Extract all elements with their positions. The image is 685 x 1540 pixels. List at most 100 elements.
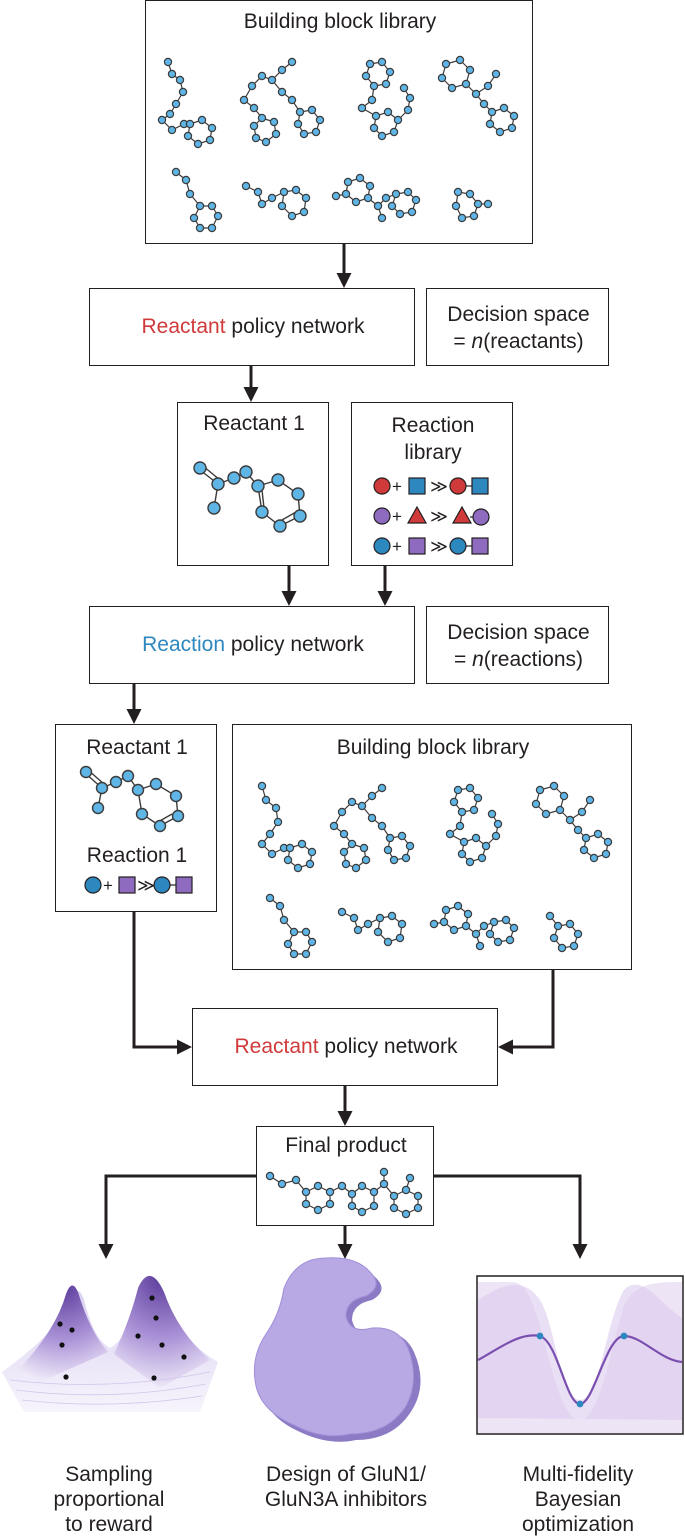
plus-sign: + bbox=[392, 507, 402, 526]
purple-circle-icon bbox=[373, 507, 391, 525]
decision-space-reactants: Decision space = n(reactants) bbox=[426, 288, 609, 366]
molecule-group-mid bbox=[257, 781, 613, 959]
caption-bayesian: Multi-fidelity Bayesian optimization bbox=[472, 1462, 684, 1537]
purple-circle-icon bbox=[472, 508, 490, 526]
reaction-operators: + ≫ + ≫ + ≫ bbox=[392, 477, 448, 556]
molecule-icon bbox=[531, 781, 613, 863]
decision-space-unit: (reactions) bbox=[483, 648, 583, 671]
reaction-library-line1: Reaction bbox=[391, 414, 475, 437]
reaction-rule-2 bbox=[373, 505, 490, 526]
molecule-icon bbox=[437, 55, 519, 137]
molecule-icon bbox=[545, 911, 583, 953]
molecule-icon bbox=[357, 57, 415, 141]
caption-design: Design of GluN1/ GluN3A inhibitors bbox=[228, 1462, 464, 1512]
molecule-group-top bbox=[157, 55, 519, 233]
molecule-icon bbox=[445, 783, 503, 867]
caption-line: optimization bbox=[521, 1513, 635, 1536]
molecule-icon bbox=[241, 181, 311, 221]
purple-square-icon bbox=[175, 876, 193, 894]
caption-line: Sampling bbox=[65, 1463, 153, 1486]
final-product-title: Final product bbox=[285, 1134, 407, 1157]
caption-line: Design of GluN1/ bbox=[266, 1463, 426, 1486]
policy-network-text: policy network bbox=[225, 633, 364, 656]
state-reaction-operators: + ≫ bbox=[103, 876, 155, 895]
red-triangle-icon bbox=[406, 505, 428, 524]
red-circle-icon bbox=[449, 477, 467, 495]
yields-sign: ≫ bbox=[137, 876, 155, 895]
caption-line: proportional bbox=[53, 1488, 165, 1511]
reactant-policy-network-1-label: Reactant policy network bbox=[90, 314, 416, 340]
caption-line: Multi-fidelity bbox=[522, 1463, 634, 1486]
plus-sign: + bbox=[392, 537, 402, 556]
reaction-policy-network-label: Reaction policy network bbox=[90, 632, 416, 658]
reaction-rule-1 bbox=[373, 477, 489, 495]
red-circle-icon bbox=[373, 477, 391, 495]
purple-square-icon bbox=[408, 537, 426, 555]
molecule-icon bbox=[337, 907, 407, 947]
decision-space-value: = n(reactions) bbox=[427, 647, 610, 673]
molecule-icon bbox=[451, 187, 493, 223]
state-reaction-rule bbox=[84, 876, 193, 894]
arrow bbox=[98, 1174, 256, 1259]
blue-circle-icon bbox=[449, 537, 467, 555]
policy-network-text: policy network bbox=[225, 315, 365, 338]
reactant-policy-network-1: Reactant policy network bbox=[89, 288, 415, 366]
molecule-icon bbox=[265, 893, 317, 959]
molecule-icon bbox=[239, 57, 325, 147]
reactant-highlight: Reactant bbox=[234, 1035, 319, 1058]
molecule-icon bbox=[257, 781, 317, 873]
state-reaction-title: Reaction 1 bbox=[86, 844, 188, 867]
reactant-policy-network-2-label: Reactant policy network bbox=[193, 1034, 499, 1060]
equals-sign: = bbox=[453, 330, 472, 353]
reward-peak-left bbox=[18, 1285, 108, 1382]
yields-sign: ≫ bbox=[430, 537, 448, 556]
building-block-library-title: Building block library bbox=[243, 10, 437, 33]
molecule-icon bbox=[331, 173, 421, 223]
reaction-highlight: Reaction bbox=[142, 633, 225, 656]
reactant-policy-network-2: Reactant policy network bbox=[192, 1008, 498, 1086]
final-product-molecule bbox=[265, 1167, 423, 1219]
equals-sign: = bbox=[454, 648, 473, 671]
bayesian-plot bbox=[476, 1275, 684, 1435]
arrow bbox=[132, 912, 192, 1055]
reaction-policy-network: Reaction policy network bbox=[89, 606, 415, 684]
molecule-icon bbox=[157, 57, 217, 149]
decision-space-reactions: Decision space = n(reactions) bbox=[426, 606, 609, 684]
reactant-highlight: Reactant bbox=[141, 315, 226, 338]
purple-square-icon bbox=[471, 537, 489, 555]
state-reactant-molecule bbox=[79, 765, 185, 833]
molecule-icon bbox=[329, 783, 415, 873]
reward-surface-illustration bbox=[2, 1275, 218, 1412]
reaction-library-line2: library bbox=[404, 441, 462, 464]
decision-space-label: Decision space bbox=[447, 303, 590, 326]
n-symbol: n bbox=[471, 330, 484, 353]
policy-network-text: policy network bbox=[318, 1035, 458, 1058]
molecule-icon bbox=[171, 167, 223, 233]
decision-space-label: Decision space bbox=[447, 621, 590, 644]
building-block-library-title: Building block library bbox=[336, 736, 530, 759]
caption-line: GluN3A inhibitors bbox=[264, 1488, 428, 1511]
reaction-rule-3 bbox=[373, 537, 489, 555]
protein-illustration bbox=[253, 1257, 421, 1442]
building-block-library-mid: Building block library bbox=[232, 724, 632, 970]
blue-circle-icon bbox=[373, 537, 391, 555]
blue-square-icon bbox=[471, 477, 489, 495]
red-triangle-icon bbox=[451, 505, 473, 524]
yields-sign: ≫ bbox=[430, 477, 448, 496]
reward-peak-right bbox=[114, 1275, 210, 1388]
reactant-1-molecule bbox=[193, 461, 307, 533]
plus-sign: + bbox=[103, 876, 113, 895]
blue-circle-icon bbox=[153, 876, 171, 894]
blue-square-icon bbox=[408, 477, 426, 495]
state-reactant-title: Reactant 1 bbox=[86, 736, 188, 759]
purple-square-icon bbox=[118, 876, 136, 894]
n-symbol: n bbox=[472, 648, 484, 671]
caption-line: to reward bbox=[65, 1513, 153, 1536]
caption-line: Bayesian bbox=[534, 1488, 622, 1511]
plus-sign: + bbox=[392, 477, 402, 496]
yields-sign: ≫ bbox=[430, 507, 448, 526]
decision-space-unit: (reactants) bbox=[483, 330, 584, 353]
molecule-icon bbox=[429, 901, 519, 951]
arrow bbox=[498, 970, 555, 1055]
